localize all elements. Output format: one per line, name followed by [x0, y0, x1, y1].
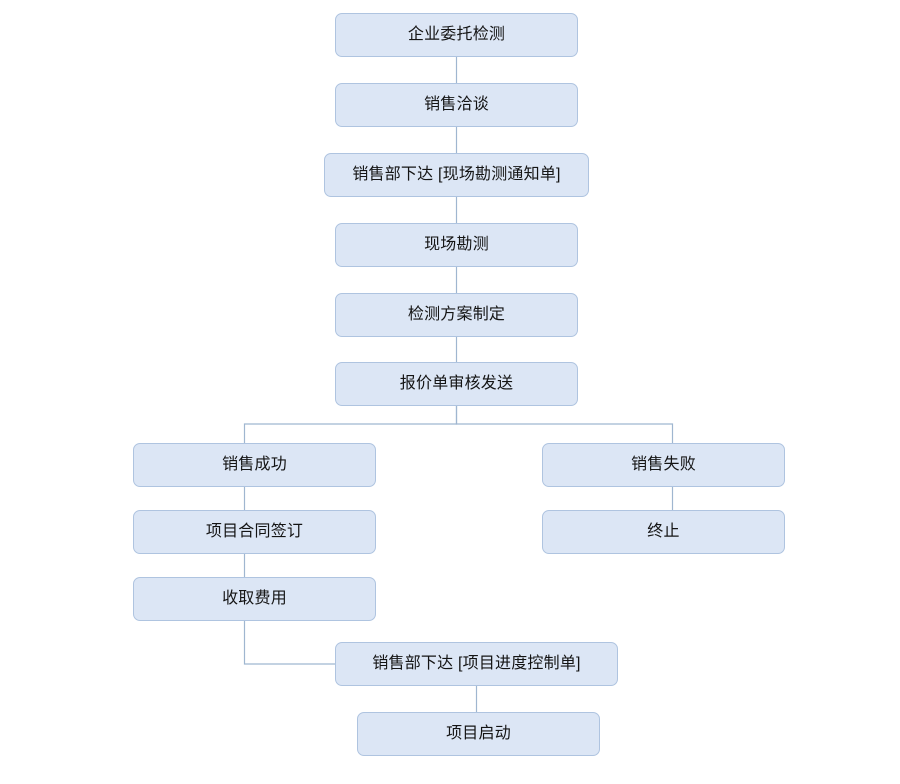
flow-node-label: 销售部下达 [现场勘测通知单] [352, 166, 561, 184]
flow-node-n12[interactable]: 销售部下达 [项目进度控制单] [335, 642, 618, 686]
flow-node-label: 现场勘测 [424, 236, 489, 254]
flow-node-label: 销售成功 [222, 456, 287, 474]
flow-node-label: 企业委托检测 [407, 26, 506, 44]
flow-node-n2[interactable]: 销售洽谈 [335, 83, 578, 127]
flow-node-label: 报价单审核发送 [399, 375, 514, 393]
flow-node-n9[interactable]: 项目合同签订 [133, 510, 376, 554]
flow-node-n4[interactable]: 现场勘测 [335, 223, 578, 267]
flow-node-label: 收取费用 [222, 590, 287, 608]
flow-node-n11[interactable]: 收取费用 [133, 577, 376, 621]
flow-node-n10[interactable]: 终止 [542, 510, 785, 554]
flow-node-label: 销售失败 [631, 456, 696, 474]
flow-node-label: 项目合同签订 [205, 523, 304, 541]
flow-node-label: 终止 [647, 523, 680, 541]
flow-node-n3[interactable]: 销售部下达 [现场勘测通知单] [324, 153, 589, 197]
flow-node-label: 销售部下达 [项目进度控制单] [372, 655, 581, 673]
connector-n6-to-n8 [455, 406, 674, 443]
connector-n11-to-n12 [243, 621, 335, 665]
flow-node-n1[interactable]: 企业委托检测 [335, 13, 578, 57]
flow-node-label: 检测方案制定 [407, 306, 506, 324]
flow-node-label: 销售洽谈 [424, 96, 489, 114]
flow-node-n6[interactable]: 报价单审核发送 [335, 362, 578, 406]
flow-node-n5[interactable]: 检测方案制定 [335, 293, 578, 337]
flow-node-label: 项目启动 [446, 725, 511, 743]
flow-node-n8[interactable]: 销售失败 [542, 443, 785, 487]
flow-node-n7[interactable]: 销售成功 [133, 443, 376, 487]
connector-n6-to-n7 [243, 406, 458, 443]
flow-node-n13[interactable]: 项目启动 [357, 712, 600, 756]
